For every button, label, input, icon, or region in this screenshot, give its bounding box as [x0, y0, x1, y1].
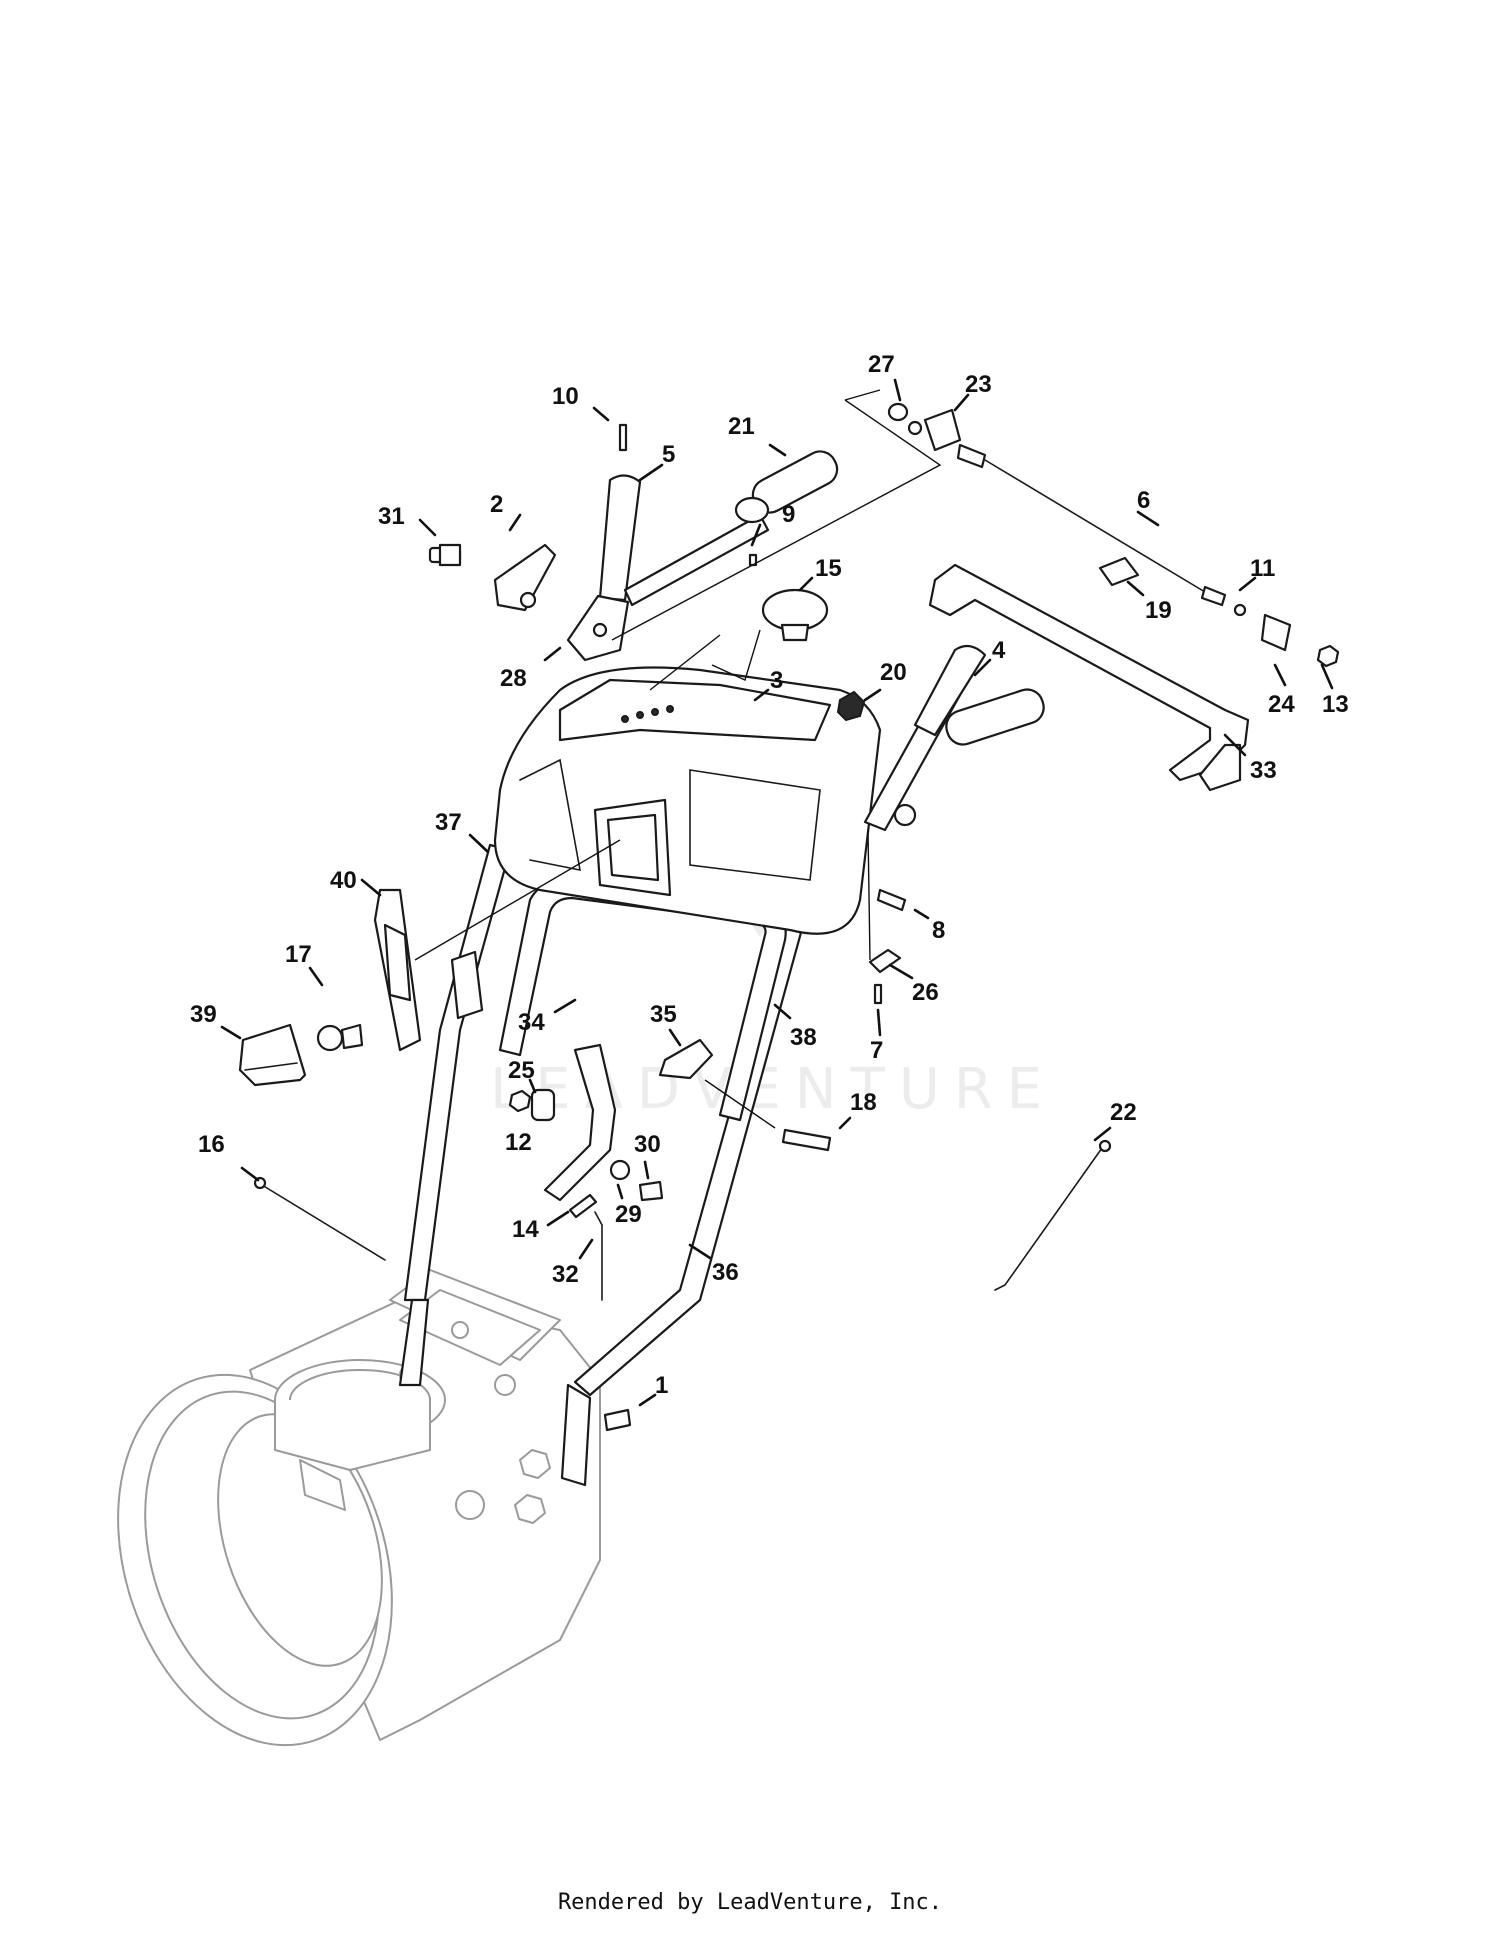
- cable-assembly-tube: [623, 450, 839, 607]
- callout-5: 5: [662, 441, 675, 468]
- small-hardware: [253, 402, 1340, 1432]
- callout-36: 36: [712, 1259, 739, 1286]
- callout-24: 24: [1268, 691, 1295, 718]
- callout-8: 8: [932, 917, 945, 944]
- left-handle-grip: [566, 474, 642, 662]
- callout-leaders: [220, 378, 1334, 1407]
- callout-10: 10: [552, 383, 579, 410]
- auger-housing: [117, 1269, 601, 1747]
- callout-23: 23: [965, 371, 992, 398]
- callout-2: 2: [490, 491, 503, 518]
- callout-1: 1: [655, 1372, 668, 1399]
- callout-13: 13: [1322, 691, 1349, 718]
- callout-29: 29: [615, 1201, 642, 1228]
- right-handle-grip: [863, 644, 1045, 832]
- lower-handle-left: [398, 843, 512, 1387]
- callout-17: 17: [285, 941, 312, 968]
- callout-21: 21: [728, 413, 755, 440]
- watermark-text: LEADVENTURE: [490, 1057, 1056, 1122]
- callout-39: 39: [190, 1001, 217, 1028]
- callout-40: 40: [330, 867, 357, 894]
- callout-20: 20: [880, 659, 907, 686]
- callout-4: 4: [992, 637, 1006, 664]
- callout-3: 3: [770, 667, 783, 694]
- render-credit: Rendered by LeadVenture, Inc.: [557, 1890, 943, 1915]
- callout-16: 16: [198, 1131, 225, 1158]
- callout-7: 7: [870, 1037, 883, 1064]
- callout-6: 6: [1137, 487, 1150, 514]
- callout-labels: 1 2 3 4 5 6 7 8 9 10 11 12 13 14 15 16 1…: [190, 351, 1349, 1399]
- callout-25: 25: [508, 1057, 535, 1084]
- callout-26: 26: [912, 979, 939, 1006]
- callout-18: 18: [850, 1089, 877, 1116]
- callout-11: 11: [1250, 555, 1275, 582]
- callout-15: 15: [815, 555, 842, 582]
- callout-28: 28: [500, 665, 527, 692]
- callout-22: 22: [1110, 1099, 1137, 1126]
- callout-32: 32: [552, 1261, 579, 1288]
- callout-33: 33: [1250, 757, 1277, 784]
- callout-31: 31: [378, 503, 405, 530]
- reference-lines: [414, 389, 942, 1129]
- callout-34: 34: [518, 1009, 545, 1036]
- callout-9: 9: [782, 501, 795, 528]
- dashboard-console: [493, 666, 882, 935]
- callout-12: 12: [505, 1129, 532, 1156]
- callout-19: 19: [1145, 597, 1172, 624]
- shift-cable: [956, 443, 1227, 607]
- callout-38: 38: [790, 1024, 817, 1051]
- headlight-assembly: [238, 888, 422, 1087]
- callout-37: 37: [435, 809, 462, 836]
- callout-35: 35: [650, 1001, 677, 1028]
- callout-14: 14: [512, 1216, 539, 1243]
- knob: [761, 588, 829, 642]
- callout-27: 27: [868, 351, 895, 378]
- shift-bracket: [928, 563, 1250, 792]
- callout-30: 30: [634, 1131, 661, 1158]
